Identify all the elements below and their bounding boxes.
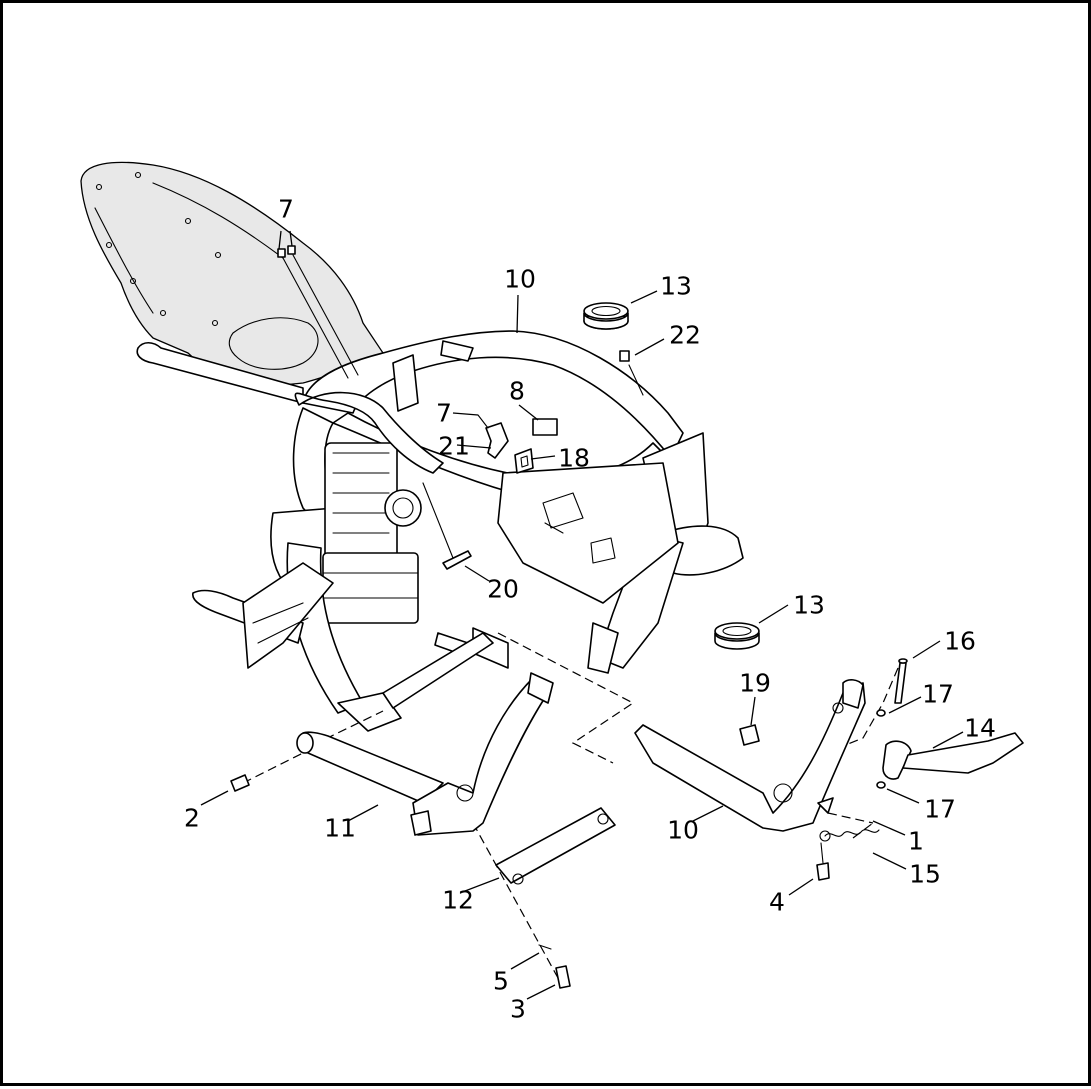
part-22-plug[interactable]: [619, 350, 644, 396]
label-13b[interactable]: 13: [793, 590, 825, 620]
part-5-washer[interactable]: [538, 944, 552, 950]
label-2[interactable]: 2: [184, 803, 200, 833]
bearing-cup-upper[interactable]: [583, 302, 629, 330]
part-11-lower-rail[interactable]: [296, 672, 554, 836]
label-8[interactable]: 8: [509, 376, 525, 406]
label-7[interactable]: 7: [436, 398, 452, 428]
main-frame[interactable]: [136, 330, 744, 732]
frame-lugs: [277, 245, 474, 412]
label-15[interactable]: 16: [944, 626, 976, 656]
label-17b[interactable]: 17: [924, 794, 956, 824]
part-15-pin[interactable]: [894, 658, 908, 704]
label-11[interactable]: 11: [324, 813, 356, 843]
label-13a[interactable]: 13: [660, 271, 692, 301]
connector-bracket[interactable]: [477, 414, 509, 459]
part-19-plug[interactable]: [739, 724, 760, 746]
part-10-lower-rail[interactable]: [634, 679, 866, 832]
bearing-cup-lower[interactable]: [714, 622, 760, 650]
label-1[interactable]: 1: [908, 826, 924, 856]
label-9[interactable]: 10: [504, 264, 536, 294]
leader-lines: [200, 230, 964, 1000]
label-14[interactable]: 14: [964, 713, 996, 743]
part-14-kickstand[interactable]: [882, 732, 1024, 780]
part-12-plate[interactable]: [495, 807, 616, 885]
label-12[interactable]: 12: [442, 885, 474, 915]
label-17a[interactable]: 17: [922, 679, 954, 709]
label-20[interactable]: 20: [487, 574, 519, 604]
part-17-clip-upper[interactable]: [876, 709, 886, 717]
part-2-bolt[interactable]: [230, 774, 250, 792]
assembly-lines: [242, 632, 899, 979]
label-22[interactable]: 22: [669, 320, 701, 350]
label-19[interactable]: 19: [739, 668, 771, 698]
part-20-clip[interactable]: [422, 482, 472, 570]
part-8-block[interactable]: [532, 418, 558, 436]
label-4[interactable]: 4: [769, 887, 785, 917]
label-21[interactable]: 21: [438, 431, 470, 461]
label-6[interactable]: 7: [278, 194, 294, 224]
rear-fender-outline: [80, 161, 384, 389]
part-3-bolt[interactable]: [555, 965, 571, 989]
frame-exploded-view: [80, 161, 1024, 1000]
label-5[interactable]: 5: [493, 966, 509, 996]
part-4-bolt[interactable]: [816, 842, 830, 881]
label-10[interactable]: 10: [667, 815, 699, 845]
part-16-spring[interactable]: [819, 829, 880, 842]
label-3[interactable]: 3: [510, 994, 526, 1024]
part-18-clip[interactable]: [514, 448, 534, 474]
part-17-clip-lower[interactable]: [876, 781, 886, 789]
label-16[interactable]: 15: [909, 859, 941, 889]
label-18[interactable]: 18: [558, 443, 590, 473]
